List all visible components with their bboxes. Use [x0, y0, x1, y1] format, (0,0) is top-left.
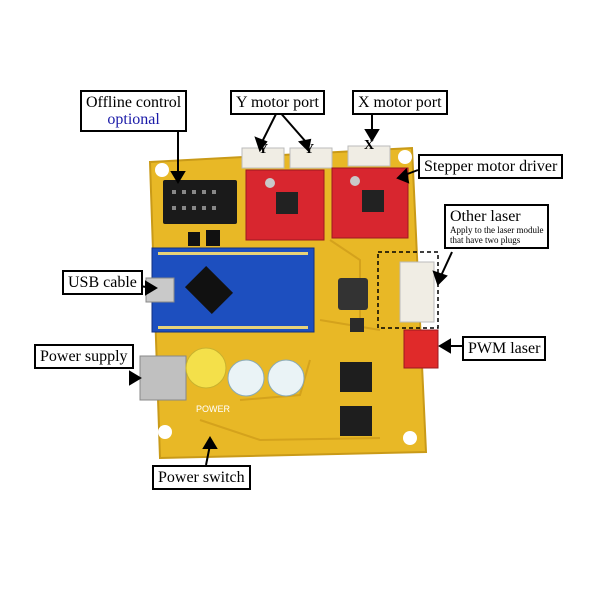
callout-stepper-motor-driver: Stepper motor driver [418, 154, 564, 179]
offline-control-header [163, 180, 237, 224]
mosfet [340, 406, 372, 436]
callout-pwm-laser: PWM laser [462, 336, 547, 361]
power-switch-label: Power switch [158, 469, 245, 486]
callout-power-supply: Power supply [34, 344, 134, 369]
offline-optional-label: optional [107, 111, 160, 128]
pwm-laser-label: PWM laser [468, 340, 541, 357]
power-button [185, 347, 227, 389]
callout-other-laser: Other laser Apply to the laser module th… [444, 204, 550, 249]
power-supply-label: Power supply [40, 348, 128, 365]
other-laser-highlight [377, 251, 439, 329]
mount-hole [403, 431, 417, 445]
pwm-laser-connector [403, 329, 439, 369]
arduino-nano [151, 247, 315, 333]
y-motor-connector-1 [241, 147, 285, 169]
callout-x-motor-port: X motor port [352, 90, 448, 115]
capacitor [267, 359, 305, 397]
power-jack [139, 355, 187, 401]
usb-cable-label: USB cable [68, 274, 137, 291]
offline-control-label: Offline control [86, 94, 182, 111]
callout-y-motor-port: Y motor port [230, 90, 325, 115]
silk-dc-12v: DC 12V [140, 420, 150, 452]
other-laser-connector [399, 261, 435, 323]
y-motor-port-label: Y motor port [236, 94, 319, 111]
silk-power: POWER [196, 404, 231, 414]
capacitor [227, 359, 265, 397]
callout-offline-control: Offline control optional [80, 90, 188, 132]
mosfet [340, 362, 372, 392]
mount-hole [158, 425, 172, 439]
callout-power-switch: Power switch [152, 465, 251, 490]
pin-label-y-2: Y [304, 142, 315, 157]
x-motor-port-label: X motor port [358, 94, 442, 111]
y-motor-connector-2 [289, 147, 333, 169]
other-laser-note-2: that have two plugs [450, 235, 521, 245]
callout-arrows [129, 109, 462, 466]
mount-hole [398, 150, 412, 164]
pin-label-y-1: Y [258, 142, 269, 157]
other-laser-note-1: Apply to the laser module [450, 225, 544, 235]
callout-usb-cable: USB cable [62, 270, 143, 295]
x-motor-connector [347, 145, 391, 167]
mount-hole [155, 163, 169, 177]
other-laser-label: Other laser [450, 208, 521, 225]
stepper-motor-driver-label: Stepper motor driver [424, 158, 558, 175]
pin-label-x: X [364, 138, 375, 153]
